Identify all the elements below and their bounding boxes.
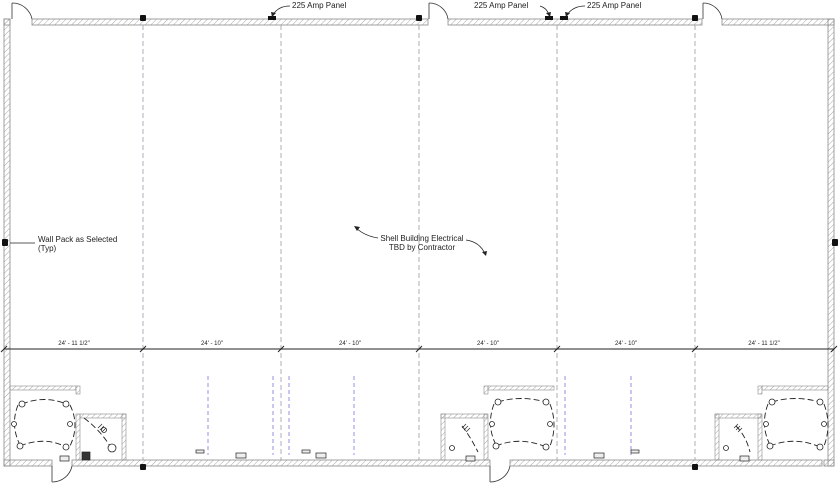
dimension-label: 24' - 11 1/2" xyxy=(748,341,780,347)
light-fixture-icon xyxy=(763,421,769,427)
switches xyxy=(97,423,743,433)
wall-pack-icon xyxy=(2,239,8,246)
wall-pack-label-typ: (Typ) xyxy=(38,244,57,253)
annotations: 225 Amp Panel 225 Amp Panel 225 Amp Pane… xyxy=(38,1,641,253)
switch-icon xyxy=(733,423,743,433)
dimension-labels: 24' - 11 1/2" 24' - 10" 24' - 10" 24' - … xyxy=(58,341,780,347)
panel-box-icon xyxy=(235,452,247,459)
small-panels xyxy=(59,449,750,462)
panel-box-icon xyxy=(315,452,327,459)
wall-pack-icon xyxy=(140,15,146,21)
wall-bottom-d xyxy=(823,459,835,467)
light-fixture-icon xyxy=(766,442,774,450)
demising-lines xyxy=(142,25,696,460)
light-fixture-icon xyxy=(489,421,495,427)
light-fixture-icon xyxy=(62,443,70,451)
light-fixture-icon xyxy=(492,442,500,450)
wall-bottom-a xyxy=(3,459,53,467)
light-fixture-icon xyxy=(723,445,729,451)
wall-top-left xyxy=(31,18,429,26)
light-fixture-icon xyxy=(18,400,26,408)
wall-fixtures xyxy=(2,15,838,470)
dimension-line xyxy=(0,345,838,353)
light-fixture-icon xyxy=(816,443,824,451)
leaders xyxy=(10,5,586,255)
panel-box-icon xyxy=(593,452,605,459)
wall-pack-label: Wall Pack as Selected xyxy=(38,235,117,244)
panel-box-icon xyxy=(81,451,91,461)
wall-pack-icon xyxy=(140,464,146,470)
door-swing xyxy=(702,2,723,20)
panel-icon xyxy=(268,16,276,20)
door-swing xyxy=(11,2,33,20)
switch-icon xyxy=(97,423,107,433)
door-swing xyxy=(489,465,511,483)
light-fixture-icon xyxy=(542,443,550,451)
leader-arrowheads xyxy=(271,12,570,256)
panel-box-icon xyxy=(59,455,70,462)
panel-icon xyxy=(560,16,568,20)
switch-icon xyxy=(461,423,471,433)
panel-label: 225 Amp Panel xyxy=(292,1,346,10)
wall-pack-icon xyxy=(692,15,698,21)
shell-electrical-label-2: TBD by Contractor xyxy=(389,243,456,252)
light-fixture-icon xyxy=(16,442,24,450)
panel-box-icon xyxy=(195,449,205,454)
bottom-doors xyxy=(51,465,511,483)
panel-label: 225 Amp Panel xyxy=(587,1,641,10)
light-fixture-icon xyxy=(816,398,824,406)
panel-box-icon xyxy=(465,455,476,462)
shell-electrical-label: Shell Building Electrical xyxy=(380,234,463,243)
dimension-label: 24' - 10" xyxy=(339,341,361,347)
dimension-label: 24' - 10" xyxy=(477,341,499,347)
panel-label: 225 Amp Panel xyxy=(474,1,528,10)
light-fixture-icon xyxy=(547,421,553,427)
wall-top-right xyxy=(721,18,835,26)
wall-top-mid xyxy=(447,18,703,26)
light-fixture-icon xyxy=(449,445,455,451)
dimension-label: 24' - 10" xyxy=(201,341,223,347)
light-fixture-icon xyxy=(62,400,70,408)
wall-pack-icon xyxy=(692,464,698,470)
light-fixture-icon xyxy=(67,421,73,427)
circuit-arcs xyxy=(14,398,829,453)
light-fixture-icon xyxy=(821,421,827,427)
light-fixture-icon xyxy=(494,398,502,406)
wall-pack-icon xyxy=(832,239,838,246)
light-fixture-icon xyxy=(768,398,776,406)
door-swing xyxy=(428,2,449,20)
panel-icon xyxy=(545,16,553,20)
door-swing xyxy=(51,465,73,483)
top-doors xyxy=(11,2,723,20)
wall-pack-icon xyxy=(416,15,422,21)
restroom-partitions xyxy=(9,385,829,461)
light-fixture-icon xyxy=(11,421,17,427)
wall-bottom-b xyxy=(71,459,491,467)
panel-box-icon xyxy=(301,449,311,454)
wall-bottom-c xyxy=(509,459,823,467)
panel-box-icon xyxy=(739,455,750,462)
panel-box-icon xyxy=(630,449,640,454)
blue-dashed-lines xyxy=(207,376,632,455)
light-fixture-icon xyxy=(542,398,550,406)
dimension-label: 24' - 11 1/2" xyxy=(58,341,90,347)
light-fixture-icon xyxy=(107,443,117,453)
dimension-label: 24' - 10" xyxy=(615,341,637,347)
